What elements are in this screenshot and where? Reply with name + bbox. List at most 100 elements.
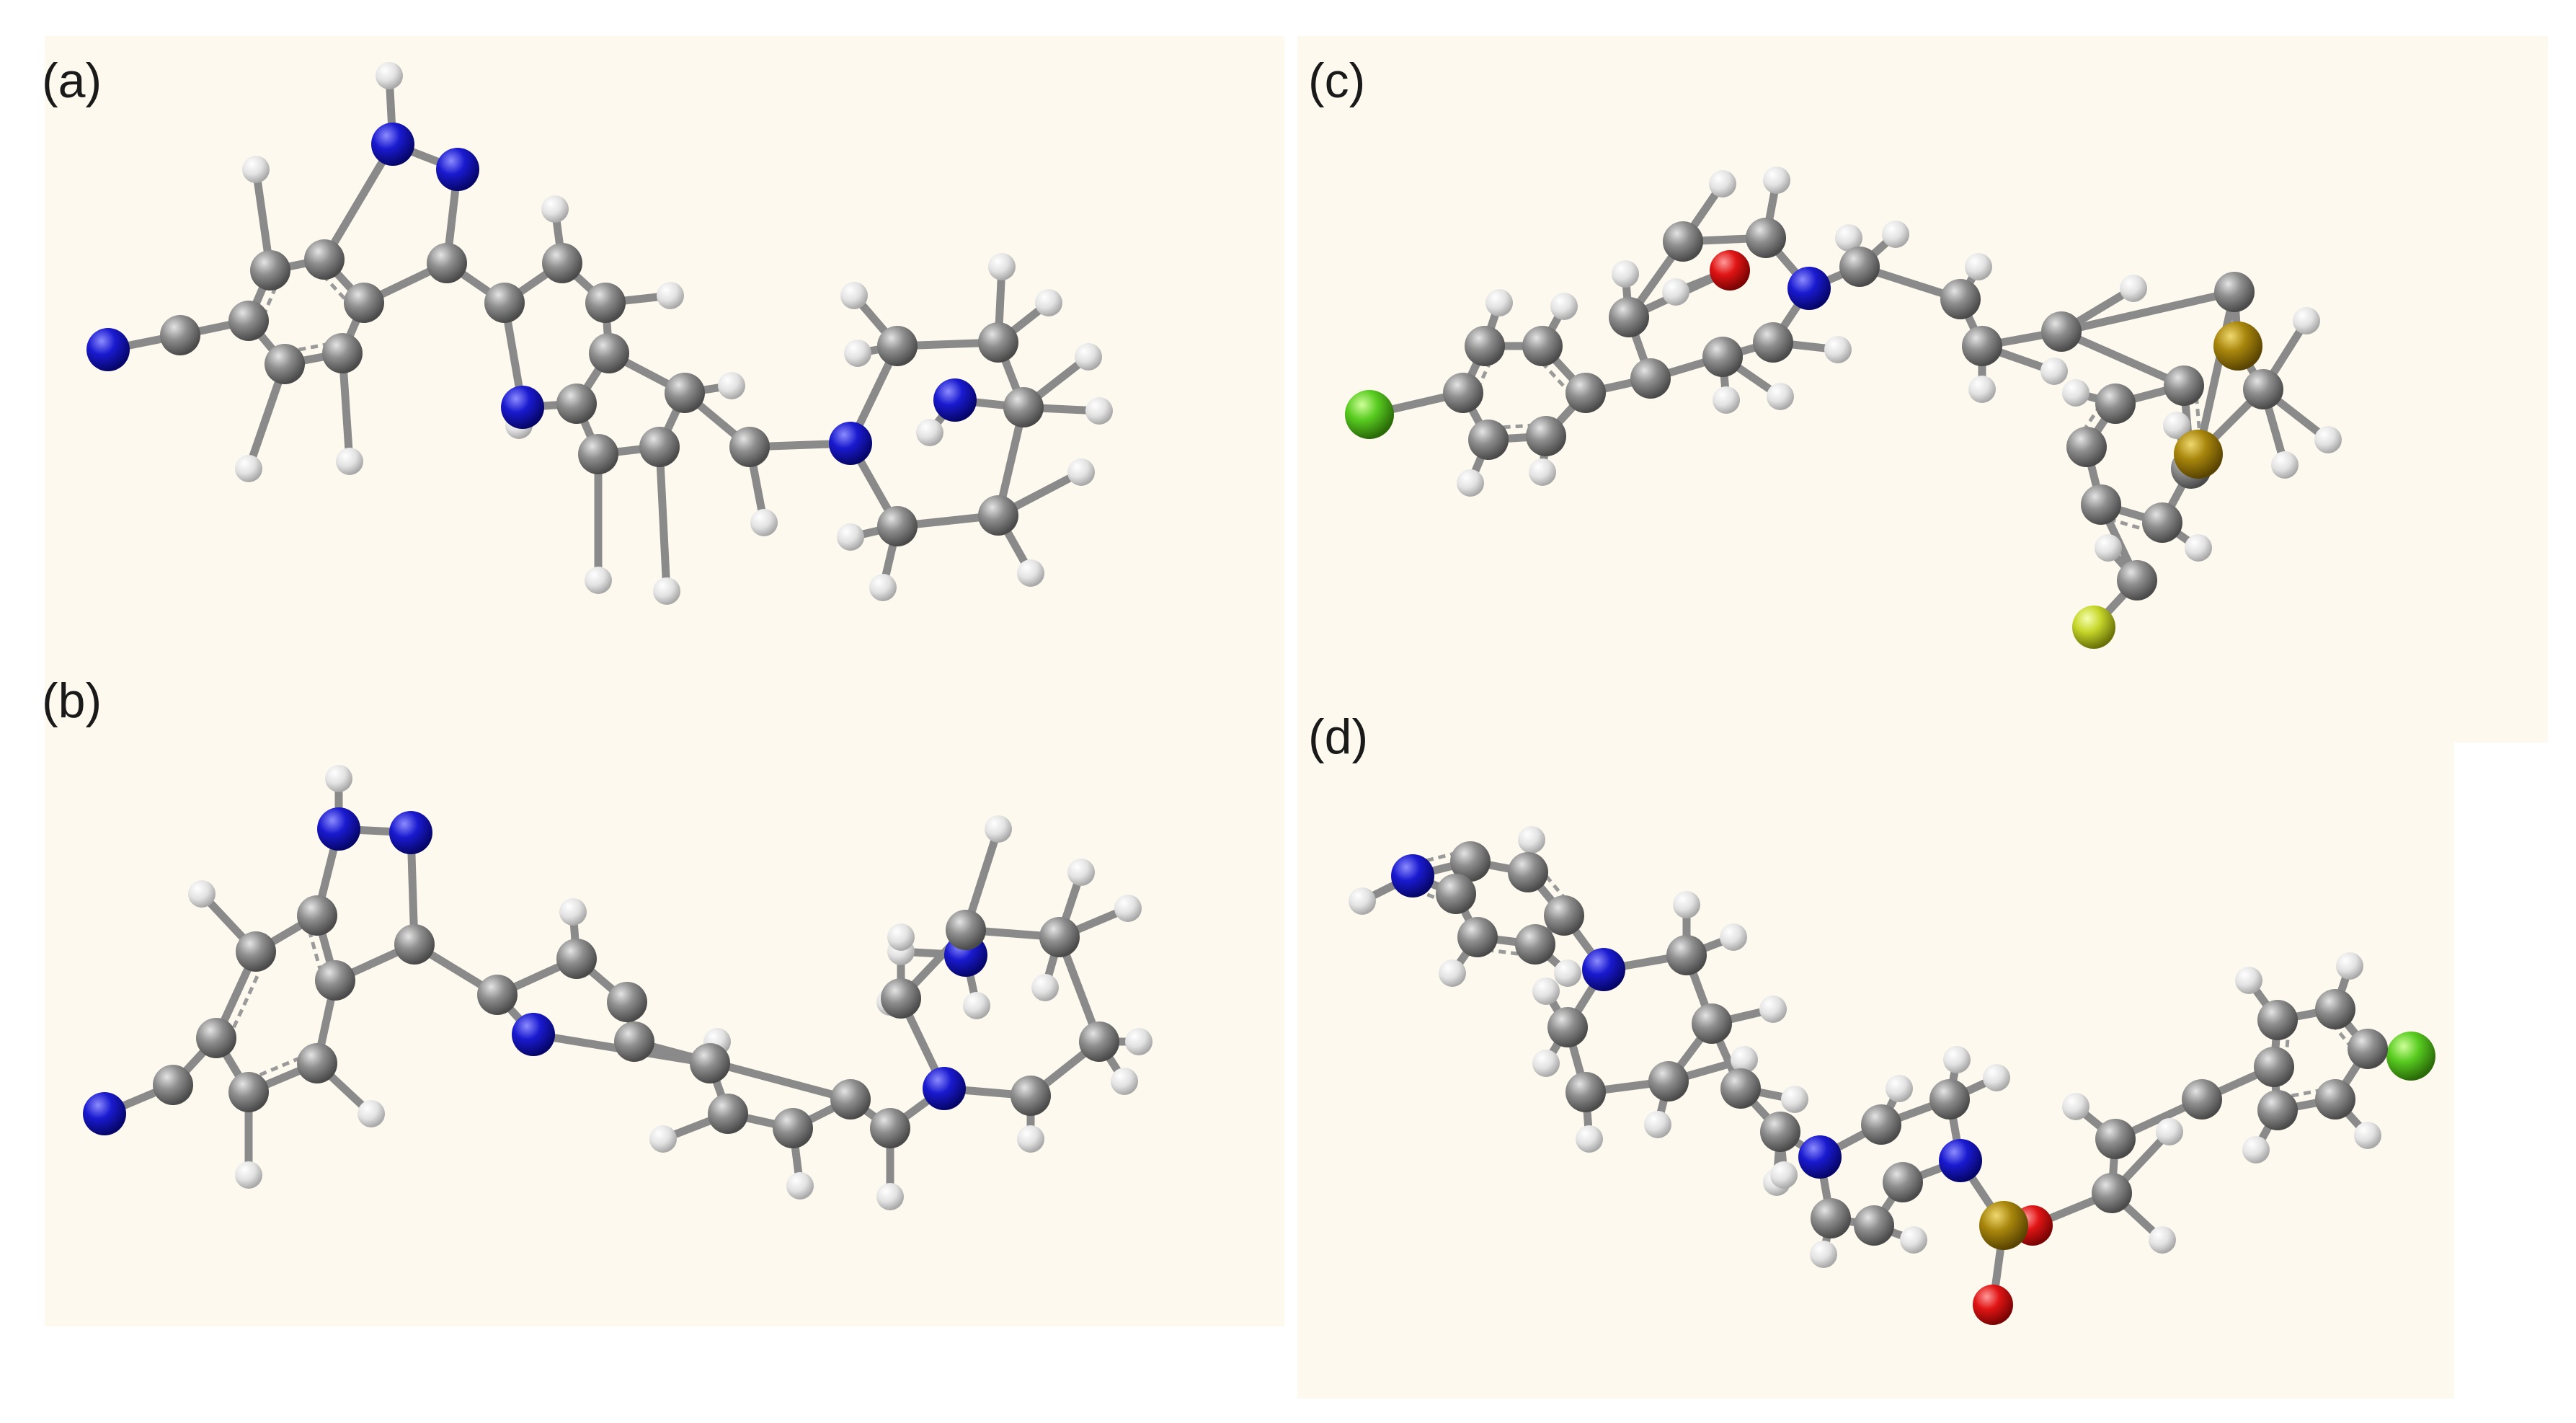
- carbon-atom: [1547, 1007, 1588, 1047]
- panel-label-d: (d): [1308, 709, 1368, 764]
- hydrogen-atom: [2040, 358, 2068, 385]
- carbon-atom: [1544, 895, 1584, 936]
- bond: [630, 1037, 855, 1104]
- carbon-atom: [228, 301, 269, 341]
- carbon-atom: [2142, 502, 2182, 543]
- hydrogen-atom: [916, 419, 943, 446]
- nitrogen-atom: [86, 328, 130, 371]
- hydrogen-atom: [1485, 289, 1513, 316]
- carbon-atom: [394, 924, 435, 965]
- panel-label-c: (c): [1308, 53, 1365, 108]
- panel-b-background: [45, 667, 1284, 1326]
- hydrogen-atom: [786, 1172, 814, 1200]
- carbon-atom: [265, 344, 305, 384]
- nitrogen-atom: [389, 811, 432, 854]
- aromatic-bond: [255, 1056, 301, 1078]
- oxygen-atom: [1710, 250, 1750, 291]
- carbon-atom: [2041, 311, 2082, 352]
- hydrogen-atom: [1835, 224, 1862, 252]
- molecule-c: [1345, 167, 2342, 649]
- hydrogen-atom: [1031, 974, 1059, 1001]
- carbon-atom: [2315, 1079, 2355, 1120]
- carbon-atom: [2315, 989, 2355, 1029]
- carbon-atom: [1883, 1162, 1923, 1202]
- hydrogen-atom: [718, 372, 745, 399]
- hydrogen-atom: [1612, 260, 1639, 288]
- carbon-atom: [1811, 1198, 1851, 1238]
- carbon-atom: [304, 239, 345, 280]
- carbon-atom: [1609, 297, 1649, 337]
- hydrogen-atom: [837, 523, 864, 551]
- carbon-atom: [639, 427, 680, 467]
- carbon-atom: [2066, 427, 2107, 467]
- hydrogen-atom: [649, 1125, 677, 1153]
- hydrogen-atom: [2095, 534, 2122, 562]
- carbon-atom: [427, 243, 467, 283]
- hydrogen-atom: [1886, 1075, 1913, 1102]
- hydrogen-atom: [1457, 469, 1484, 497]
- aromatic-bond: [292, 342, 331, 353]
- hydrogen-atom: [2271, 451, 2299, 479]
- hydrogen-atom: [1709, 170, 1736, 198]
- carbon-atom: [2182, 1079, 2222, 1120]
- hydrogen-atom: [2354, 1122, 2381, 1149]
- carbon-atom: [315, 960, 355, 1001]
- hydrogen-atom: [1965, 253, 1992, 280]
- hydrogen-atom: [235, 455, 262, 482]
- carbon-atom: [589, 333, 629, 373]
- nitrogen-atom: [501, 386, 544, 429]
- carbon-atom: [556, 939, 597, 979]
- carbon-atom: [2081, 484, 2121, 525]
- nitrogen-atom: [317, 807, 360, 851]
- nitrogen-atom: [1798, 1135, 1842, 1179]
- hydrogen-atom: [1550, 293, 1578, 320]
- nitrogen-atom: [1939, 1139, 1982, 1182]
- carbon-atom: [1630, 358, 1671, 399]
- hydrogen-atom: [2149, 1226, 2176, 1254]
- carbon-atom: [607, 982, 647, 1022]
- carbon-atom: [1940, 279, 1981, 319]
- nitrogen-atom: [1391, 854, 1434, 897]
- aromatic-bond: [1486, 948, 1524, 957]
- carbon-atom: [1508, 852, 1548, 892]
- molecule-d: [1349, 826, 2435, 1325]
- hydrogen-atom: [1067, 458, 1095, 486]
- carbon-atom: [830, 1079, 871, 1120]
- hydrogen-atom: [357, 1100, 385, 1127]
- hydrogen-atom: [657, 282, 684, 309]
- hydrogen-atom: [1763, 167, 1790, 194]
- carbon-atom: [2257, 1000, 2298, 1040]
- carbon-atom: [614, 1021, 654, 1062]
- hydrogen-atom: [1781, 1086, 1808, 1113]
- molecule-a: [86, 62, 1113, 605]
- nitrogen-atom: [83, 1092, 126, 1135]
- carbon-atom: [2348, 1029, 2388, 1069]
- hydrogen-atom: [2336, 952, 2363, 980]
- panel-label-b: (b): [42, 673, 102, 728]
- carbon-atom: [1929, 1079, 1970, 1120]
- carbon-atom: [322, 333, 363, 373]
- carbon-atom: [1079, 1021, 1119, 1062]
- hydrogen-atom: [1824, 336, 1852, 363]
- carbon-atom: [585, 283, 626, 323]
- hydrogen-atom: [988, 253, 1016, 280]
- carbon-atom: [1565, 1072, 1606, 1112]
- carbon-atom: [153, 1065, 193, 1105]
- hydrogen-atom: [2062, 1093, 2089, 1120]
- carbon-atom: [228, 1072, 269, 1112]
- hydrogen-atom: [1759, 996, 1787, 1023]
- hydrogen-atom: [1532, 1050, 1560, 1077]
- hydrogen-atom: [336, 448, 363, 475]
- hydrogen-atom: [242, 156, 270, 183]
- carbon-atom: [1702, 337, 1743, 377]
- hydrogen-atom: [1067, 859, 1095, 886]
- carbon-atom: [1522, 326, 1563, 366]
- carbon-atom: [1039, 917, 1080, 957]
- oxygen-atom: [1973, 1285, 2013, 1325]
- carbon-atom: [708, 1094, 748, 1134]
- carbon-atom: [1443, 373, 1483, 413]
- carbon-atom: [1746, 218, 1786, 258]
- carbon-atom: [1861, 1104, 1901, 1145]
- hydrogen-atom: [2120, 275, 2147, 302]
- carbon-atom: [556, 384, 597, 424]
